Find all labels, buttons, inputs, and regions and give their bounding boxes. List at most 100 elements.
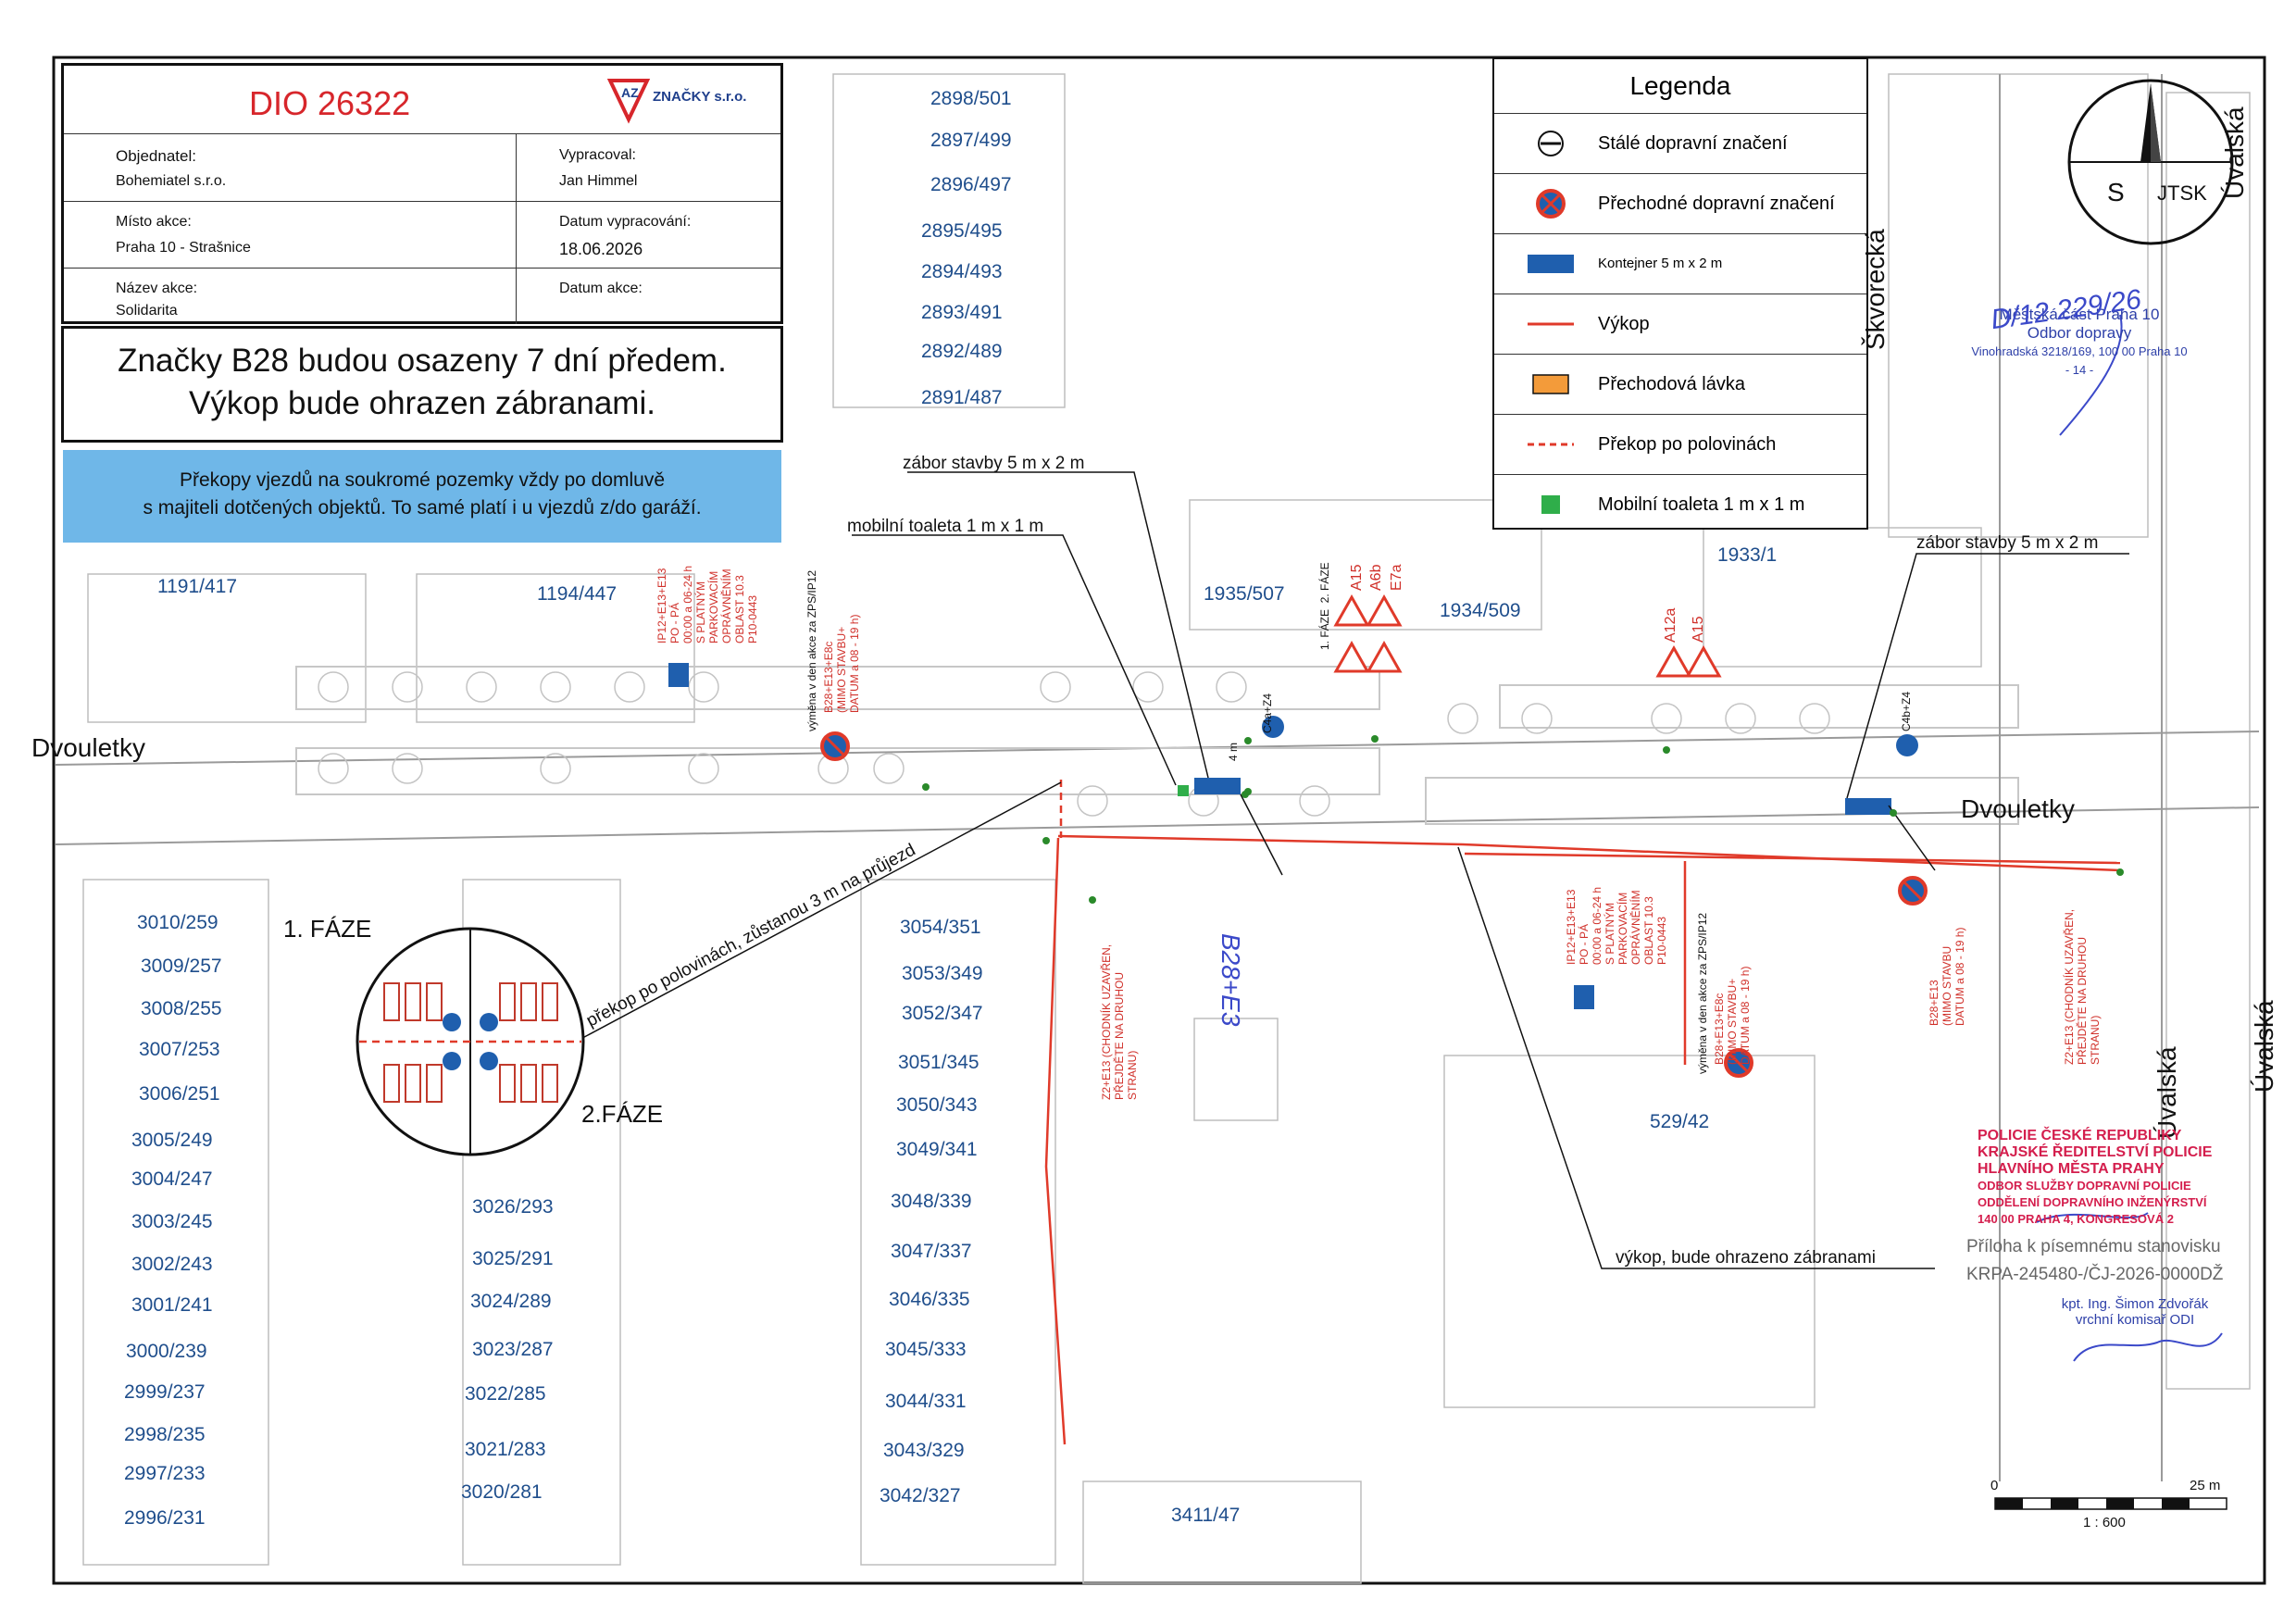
nazev-value: Solidarita <box>116 303 178 319</box>
scale-ratio: 1 : 600 <box>2083 1515 2126 1530</box>
compass-north-label: S <box>2107 178 2125 206</box>
sign-a6b: A6b <box>1368 564 1384 591</box>
parcel-label: 2898/501 <box>930 88 1012 109</box>
legend-item: Stálé dopravní značení <box>1494 114 1866 174</box>
objednatel-label: Objednatel: <box>116 147 196 165</box>
parcel-label: 2996/231 <box>124 1507 206 1529</box>
parcel-label: 3003/245 <box>131 1211 213 1232</box>
police-stamp: POLICIE ČESKÉ REPUBLIKY KRAJSKÉ ŘEDITELS… <box>1978 1128 2255 1228</box>
police-line: POLICIE ČESKÉ REPUBLIKY <box>1978 1128 2182 1143</box>
police-line: ODDĚLENÍ DOPRAVNÍHO INŽENÝRSTVÍ <box>1978 1195 2207 1209</box>
excavation-lines <box>1044 834 2121 1445</box>
scale-start: 0 <box>1990 1478 1999 1493</box>
legend-item: Přechodné dopravní značení <box>1494 174 1866 234</box>
misto-label: Místo akce: <box>116 214 192 230</box>
permanent-sign-icon <box>1538 131 1564 156</box>
parcel-label: 3054/351 <box>900 917 981 938</box>
datum-akce-label: Datum akce: <box>559 281 643 296</box>
officer-title: vrchní komisař ODI <box>2075 1312 2195 1328</box>
container-left <box>1194 778 1241 794</box>
parcel-label: 2892/489 <box>921 341 1003 362</box>
parcel-label: 3020/281 <box>461 1481 543 1503</box>
callout-zabor-left: zábor stavby 5 m x 2 m <box>903 454 1085 473</box>
legend-item: Výkop <box>1494 294 1866 355</box>
sign-zps-left: výměna v den akce za ZPS/IP12 <box>805 569 818 731</box>
parcel-label: 529/42 <box>1650 1111 1710 1132</box>
sign-b28-e8c-right: B28+E13+E8c (MIMO STAVBU+ DATUM a 08 - 1… <box>1713 966 1752 1065</box>
city-address: Vinohradská 3218/169, 100 00 Praha 10 <box>1971 344 2188 358</box>
warning-triangle-signs <box>1333 593 1722 678</box>
parcel-label: 3053/349 <box>902 963 983 984</box>
parcel-label: 3050/343 <box>896 1094 978 1116</box>
parcel-label: 1191/417 <box>157 576 238 597</box>
legend-label: Překop po polovinách <box>1598 434 1777 455</box>
legend-title: Legenda <box>1494 59 1866 114</box>
parcel-label: 3411/47 <box>1171 1505 1241 1526</box>
legend-item: Kontejner 5 m x 2 m <box>1494 234 1866 294</box>
sign-z2-left: Z2+E13 (CHODNÍK UZAVŘEN, PŘEJDĚTE NA DRU… <box>1100 943 1139 1100</box>
temporary-no-stopping-signs <box>820 716 1928 1078</box>
odbor: Odbor dopravy <box>2027 324 2132 342</box>
street-trees <box>318 671 1830 817</box>
scale-bar <box>1994 1497 2227 1510</box>
phase-detail-circle <box>356 927 585 1156</box>
parcel-label: 3043/329 <box>883 1440 965 1461</box>
parcel-label: 1935/507 <box>1204 583 1285 605</box>
parcel-label: 3021/283 <box>465 1439 546 1460</box>
police-line: 140 00 PRAHA 4, KONGRESOVÁ 2 <box>1978 1212 2174 1226</box>
driveway-note: Překopy vjezdů na soukromé pozemky vždy … <box>63 450 781 543</box>
main-note-line-2: Výkop bude ohrazen zábranami. <box>189 385 655 421</box>
scale-end: 25 m <box>2190 1478 2221 1493</box>
legend-label: Výkop <box>1598 314 1650 334</box>
sign-a15: A15 <box>1349 564 1365 591</box>
parcel-label: 1934/509 <box>1440 600 1521 621</box>
datum-vyp-value: 18.06.2026 <box>559 240 643 258</box>
sign-ip12-left: IP12+E13+E13 PO - PÁ 00:00 a 06-24 h S P… <box>655 565 759 643</box>
officer-block: kpt. Ing. Šimon Zdvořák vrchní komisař O… <box>2042 1296 2227 1328</box>
parcel-label: 2997/233 <box>124 1463 206 1484</box>
callout-4m: 4 m <box>1227 742 1240 761</box>
parcel-label: 3045/333 <box>885 1339 967 1360</box>
police-line: ODBOR SLUŽBY DOPRAVNÍ POLICIE <box>1978 1179 2191 1193</box>
police-line: HLAVNÍHO MĚSTA PRAHY <box>1978 1161 2165 1177</box>
city-part: Městská část Praha 10 <box>1999 306 2160 323</box>
parcel-label: 3009/257 <box>141 956 222 977</box>
callout-toaleta: mobilní toaleta 1 m x 1 m <box>847 517 1044 536</box>
sign-a15b: A15 <box>1691 616 1706 643</box>
excavation-line-icon <box>1528 322 1574 326</box>
driveway-note-line-1: Překopy vjezdů na soukromé pozemky vždy … <box>179 469 666 491</box>
parcel-label: 3047/337 <box>891 1241 972 1262</box>
city-part-stamp: Městská část Praha 10 Odbor dopravy Vino… <box>1940 306 2218 380</box>
main-note: Značky B28 budou osazeny 7 dní předem. V… <box>61 326 783 443</box>
parcel-label: 3051/345 <box>898 1052 980 1073</box>
parcel-label: 3008/255 <box>141 998 222 1019</box>
sign-z2-right: Z2+E13 (CHODNÍK UZAVŘEN, PŘEJDĚTE NA DRU… <box>2063 908 2102 1065</box>
parcel-label: 2998/235 <box>124 1424 206 1445</box>
parcel-label: 2999/237 <box>124 1381 206 1403</box>
parking-signs <box>668 663 1594 1009</box>
legend-label: Kontejner 5 m x 2 m <box>1598 256 1723 271</box>
sign-a12a: A12a <box>1663 607 1678 643</box>
parcel-label: 3049/341 <box>896 1139 978 1160</box>
parcel-label: 3048/339 <box>891 1191 972 1212</box>
phase-2-label: 2.FÁZE <box>581 1100 664 1128</box>
sign-b28: B28+E13 (MIMO STAVBU DATUM a 08 - 19 h) <box>1928 927 1966 1026</box>
container-right <box>1845 798 1891 815</box>
dio-number: DIO 26322 <box>249 84 411 122</box>
driveway-note-line-2: s majiteli dotčených objektů. To samé pl… <box>143 497 702 518</box>
parcel-label: 2896/497 <box>930 174 1012 195</box>
sign-phase-label: 1. FÁZE 2. FÁZE <box>1318 562 1331 650</box>
city-page: - 14 - <box>2065 363 2094 377</box>
parcel-label: 2895/495 <box>921 220 1003 242</box>
half-crossing-line-icon <box>1528 443 1574 446</box>
street-uvalska-top: Úvalská <box>2220 106 2249 199</box>
vypracoval-label: Vypracoval: <box>559 147 636 163</box>
datum-vyp-label: Datum vypracování: <box>559 214 692 230</box>
legend-item: Mobilní toaleta 1 m x 1 m <box>1494 475 1866 534</box>
nazev-label: Název akce: <box>116 281 198 296</box>
parcel-label: 3026/293 <box>472 1196 554 1218</box>
parcel-label: 3022/285 <box>465 1383 546 1405</box>
krpa-ref: KRPA-245480-/ČJ-2026-0000DŽ <box>1966 1265 2224 1284</box>
legend-label: Přechodné dopravní značení <box>1598 194 1835 214</box>
